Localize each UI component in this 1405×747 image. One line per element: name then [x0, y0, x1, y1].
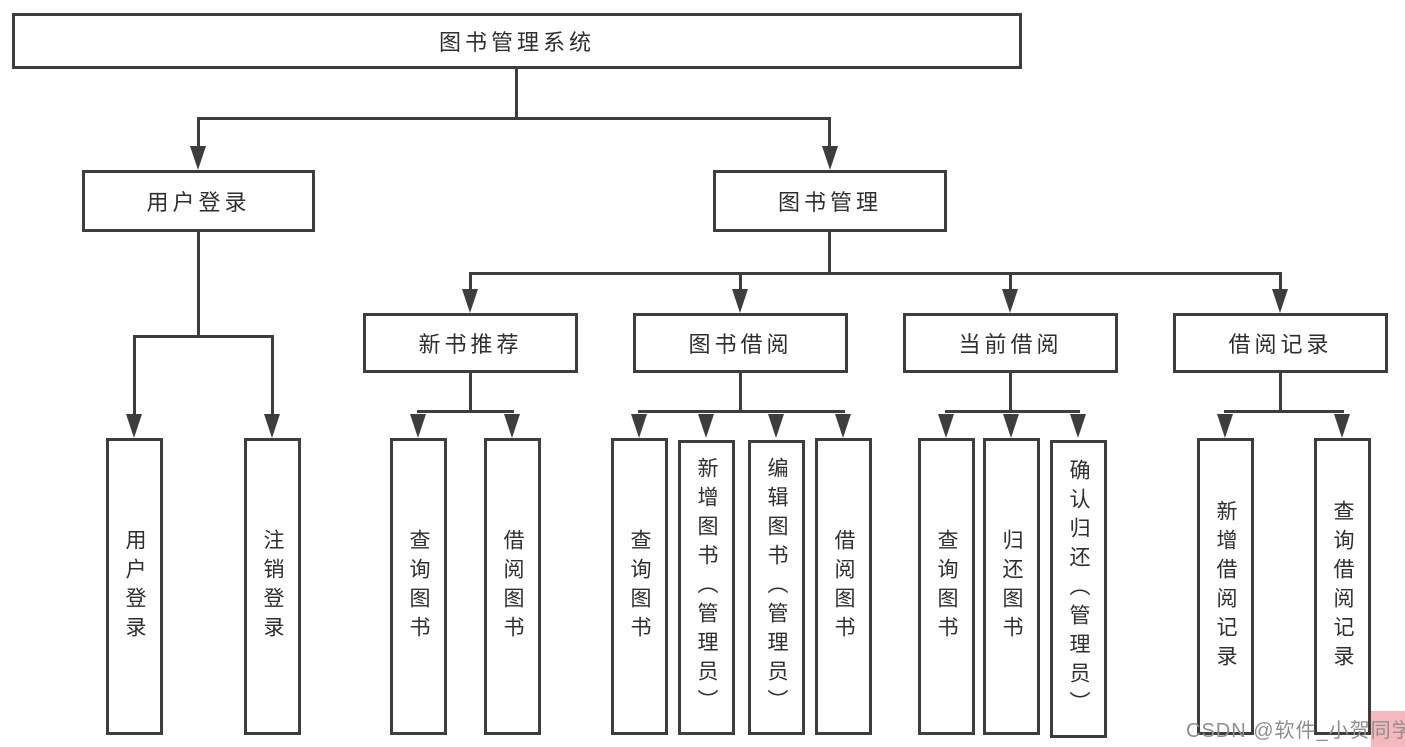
node-current-borrow: 当前借阅 — [903, 313, 1118, 373]
node-root-system: 图书管理系统 — [12, 13, 1022, 69]
arrowhead-down-icon — [462, 289, 478, 313]
connector-line — [739, 373, 742, 413]
leaf-logout-login: 注销登录 — [244, 438, 301, 735]
leaf-query-books-borrow: 查询图书 — [611, 438, 668, 735]
leaf-query-borrow-record: 查询借阅记录 — [1314, 438, 1371, 735]
arrowhead-down-icon — [504, 414, 520, 438]
connector-line — [417, 410, 514, 413]
connector-line — [1009, 272, 1012, 289]
connector-line — [197, 232, 200, 335]
arrowhead-down-icon — [631, 414, 647, 438]
connector-line — [197, 117, 200, 148]
node-book-borrow: 图书借阅 — [633, 313, 848, 373]
leaf-borrow-books-borrow: 借阅图书 — [815, 438, 872, 735]
connector-line — [1009, 373, 1012, 413]
connector-line — [469, 272, 1282, 275]
connector-line — [469, 373, 472, 413]
leaf-confirm-return-admin: 确认归还（管理员） — [1050, 440, 1107, 738]
leaf-user-login: 用户登录 — [106, 438, 163, 735]
connector-line — [469, 272, 472, 289]
connector-line — [1224, 410, 1344, 413]
arrowhead-down-icon — [768, 414, 784, 438]
leaf-query-books-current: 查询图书 — [918, 438, 975, 735]
node-borrow-records: 借阅记录 — [1173, 313, 1388, 373]
arrowhead-down-icon — [264, 414, 280, 438]
connector-line — [828, 117, 831, 148]
node-new-book-recommend: 新书推荐 — [363, 313, 578, 373]
watermark-highlight — [1371, 711, 1405, 747]
arrowhead-down-icon — [190, 146, 206, 170]
arrowhead-down-icon — [1002, 289, 1018, 313]
connector-line — [1279, 373, 1282, 413]
connector-line — [133, 335, 136, 414]
connector-line — [515, 69, 518, 117]
arrowhead-down-icon — [1272, 289, 1288, 313]
arrowhead-down-icon — [938, 414, 954, 438]
connector-line — [739, 272, 742, 289]
connector-line — [1279, 272, 1282, 289]
arrowhead-down-icon — [1003, 414, 1019, 438]
connector-line — [638, 410, 845, 413]
leaf-query-books-recommend: 查询图书 — [390, 438, 447, 735]
arrowhead-down-icon — [126, 414, 142, 438]
arrowhead-down-icon — [410, 414, 426, 438]
watermark: CSDN @软件_小贺同学 — [1186, 720, 1405, 742]
connector-line — [271, 335, 274, 414]
leaf-edit-books-admin: 编辑图书（管理员） — [748, 440, 805, 735]
node-book-management: 图书管理 — [713, 170, 947, 232]
leaf-add-borrow-record: 新增借阅记录 — [1197, 438, 1254, 735]
connector-line — [197, 117, 831, 120]
connector-line — [828, 232, 831, 272]
leaf-borrow-books-recommend: 借阅图书 — [484, 438, 541, 735]
arrowhead-down-icon — [698, 414, 714, 438]
arrowhead-down-icon — [835, 414, 851, 438]
node-user-login: 用户登录 — [82, 170, 315, 232]
connector-line — [945, 410, 1080, 413]
arrowhead-down-icon — [1334, 414, 1350, 438]
arrowhead-down-icon — [1217, 414, 1233, 438]
leaf-return-books: 归还图书 — [983, 438, 1040, 735]
arrowhead-down-icon — [1070, 414, 1086, 438]
arrowhead-down-icon — [822, 146, 838, 170]
arrowhead-down-icon — [732, 289, 748, 313]
leaf-add-books-admin: 新增图书（管理员） — [678, 440, 735, 735]
connector-line — [133, 335, 274, 338]
